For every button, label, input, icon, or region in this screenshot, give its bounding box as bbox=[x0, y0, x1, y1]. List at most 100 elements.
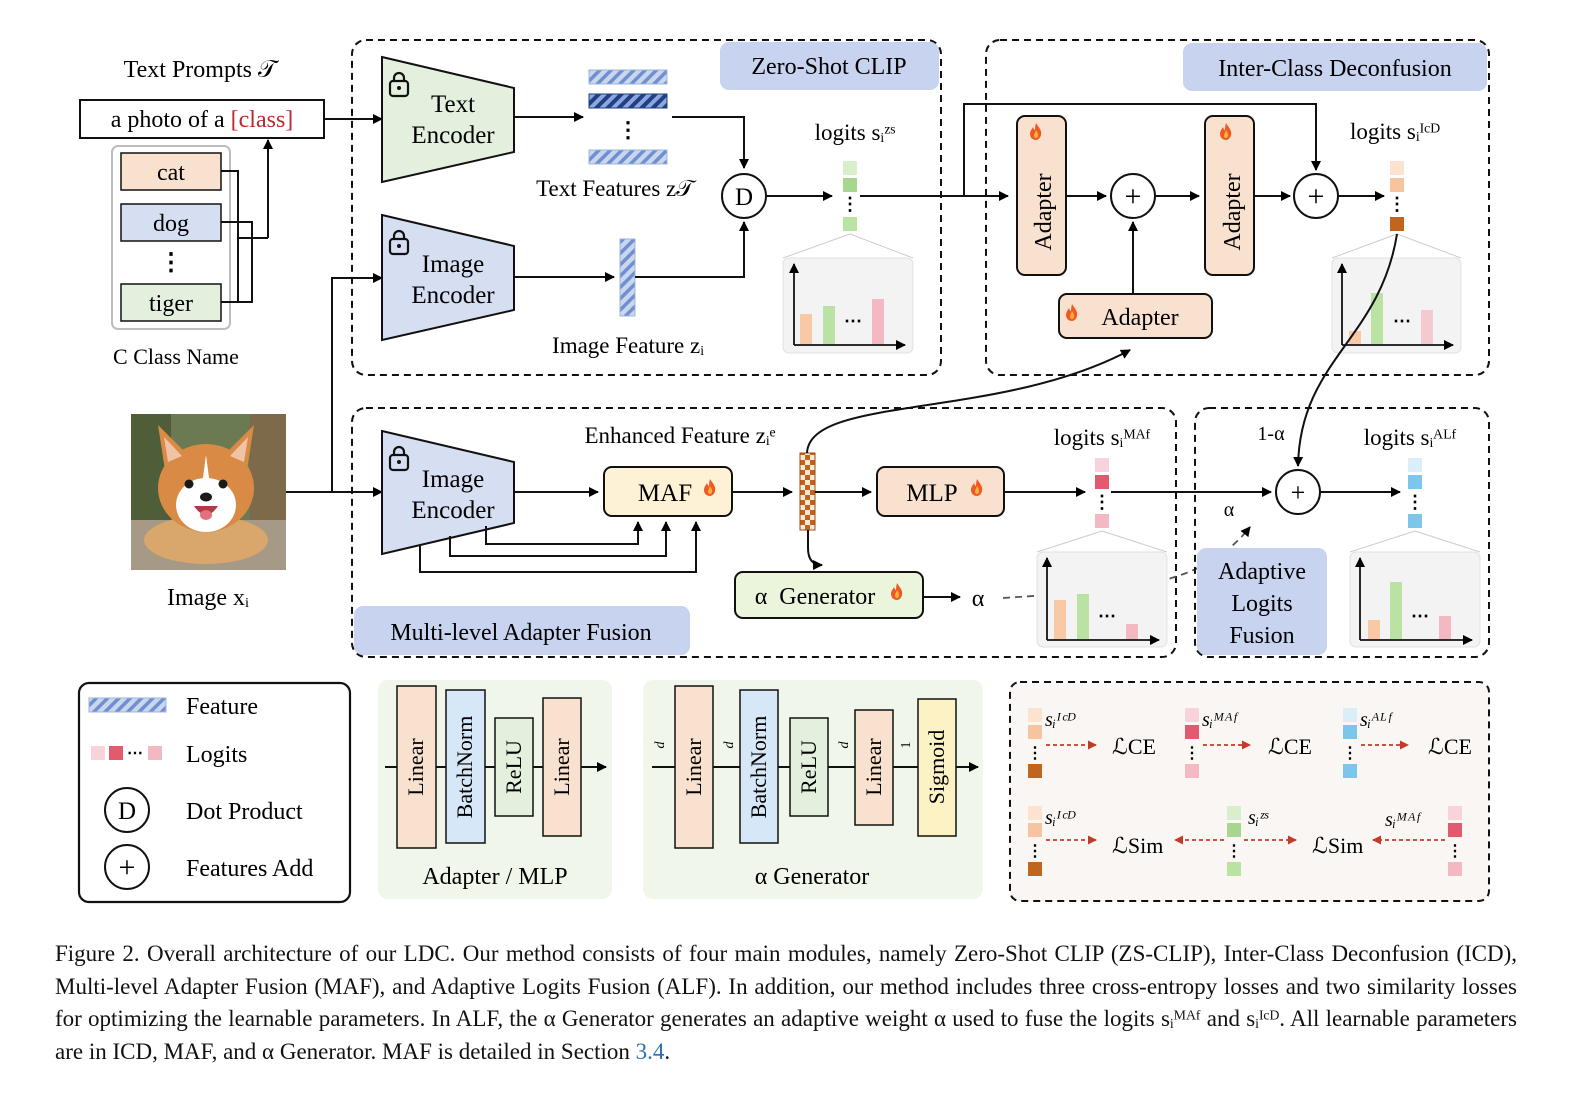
dot-product-symbol: D bbox=[735, 184, 753, 211]
image-encoder-label-2: Encoder bbox=[411, 282, 495, 309]
section-link[interactable]: 3.4 bbox=[635, 1038, 665, 1064]
maf-image-encoder-label-2: Encoder bbox=[411, 497, 495, 524]
mlp-block-label: MLP bbox=[906, 480, 957, 507]
text-features: ⋮ bbox=[588, 69, 668, 165]
zs-logits-label: logits sᵢᶻˢ bbox=[815, 120, 896, 145]
enhanced-feature-label: Enhanced Feature zᵢᵉ bbox=[584, 423, 775, 448]
maf-logits: ⋮ bbox=[1093, 458, 1111, 528]
sim-loss-label-2: ℒSim bbox=[1312, 833, 1363, 858]
alpha-generator-label: α Generator bbox=[755, 584, 876, 610]
alf-title-line-2: Logits bbox=[1231, 591, 1292, 617]
svg-text:⋮: ⋮ bbox=[1447, 843, 1463, 860]
class-ellipsis: ⋮ bbox=[159, 250, 183, 276]
adapter-linear-1-label: Linear bbox=[403, 738, 428, 796]
zero-shot-clip-module bbox=[351, 39, 942, 376]
figure-caption: Figure 2. Overall architecture of our LD… bbox=[55, 938, 1517, 1068]
enhanced-to-alpha-arrow bbox=[807, 530, 823, 570]
svg-text:⋮: ⋮ bbox=[1406, 492, 1424, 512]
text-feature-arrow bbox=[672, 116, 749, 169]
svg-text:sᵢᴹᴬᶠ: sᵢᴹᴬᶠ bbox=[1385, 809, 1423, 831]
class-box-label: C Class Name bbox=[113, 344, 239, 369]
text-features-label: Text Features z𝒯 bbox=[536, 176, 697, 201]
class-connectors bbox=[221, 139, 273, 303]
svg-text:⋮: ⋮ bbox=[617, 117, 639, 142]
ce-loss-maf: ⋮ sᵢᴹᴬᶠ ℒCE bbox=[1184, 708, 1312, 778]
alpha-sigmoid bbox=[917, 698, 957, 837]
svg-text:⋮: ⋮ bbox=[1027, 843, 1043, 860]
legend-dot-product-label: Dot Product bbox=[186, 799, 303, 825]
icd-adapter-2-label: Adapter bbox=[1220, 173, 1246, 250]
alpha-linear-2 bbox=[854, 709, 894, 826]
alpha-sigmoid-label: Sigmoid bbox=[924, 730, 949, 805]
dim-label: d bbox=[837, 741, 852, 749]
dog-image bbox=[131, 414, 286, 570]
one-minus-alpha-label: 1-α bbox=[1257, 423, 1285, 445]
encoder-to-maf-connectors bbox=[419, 487, 701, 573]
legend-feature-swatch bbox=[88, 697, 167, 713]
image-label: Image xᵢ bbox=[167, 585, 249, 611]
legend-dot-product-icon bbox=[104, 787, 150, 833]
svg-text:ℒCE: ℒCE bbox=[1428, 734, 1472, 759]
image-encoder bbox=[381, 213, 515, 342]
plus-icon: + bbox=[1308, 180, 1325, 213]
class-dog-label: dog bbox=[153, 211, 189, 237]
svg-text:⋯: ⋯ bbox=[844, 311, 862, 331]
legend-logits-swatch: ⋯ bbox=[91, 745, 162, 762]
zero-shot-clip-title: Zero-Shot CLIP bbox=[751, 54, 906, 80]
dim-label: d bbox=[722, 741, 737, 749]
maf-title: Multi-level Adapter Fusion bbox=[390, 620, 651, 646]
svg-text:sᵢᴵᶜᴰ: sᵢᴵᶜᴰ bbox=[1045, 807, 1076, 829]
prompt-text: a photo of a [class] bbox=[111, 107, 294, 133]
svg-text:sᵢᴵᶜᴰ: sᵢᴵᶜᴰ bbox=[1045, 709, 1076, 731]
maf-logits-label: logits sᵢᴹᴬᶠ bbox=[1054, 425, 1151, 450]
svg-text:⋯: ⋯ bbox=[1393, 311, 1411, 331]
image-encoder-label: Image bbox=[422, 251, 484, 278]
alf-logits-label: logits sᵢᴬᴸᶠ bbox=[1364, 425, 1457, 450]
text-encoder bbox=[381, 55, 515, 184]
svg-text:⋮: ⋮ bbox=[1027, 745, 1043, 762]
icd-title: Inter-Class Deconfusion bbox=[1218, 56, 1451, 82]
adapter-mlp-title: Adapter / MLP bbox=[422, 864, 567, 890]
legend-logits-label: Logits bbox=[186, 742, 247, 768]
maf-block-label: MAF bbox=[638, 480, 692, 507]
image-feature bbox=[619, 238, 636, 317]
svg-text:⋯: ⋯ bbox=[127, 745, 143, 762]
svg-text:⋯: ⋯ bbox=[1411, 606, 1429, 626]
alpha-generator-block-title: α Generator bbox=[755, 864, 870, 890]
maf-tag bbox=[354, 606, 690, 655]
svg-text:sᵢᴹᴬᶠ: sᵢᴹᴬᶠ bbox=[1202, 709, 1240, 731]
svg-text:⋮: ⋮ bbox=[1388, 194, 1406, 214]
icd-adapter-3-label: Adapter bbox=[1101, 305, 1178, 331]
adapter-batchnorm-label: BatchNorm bbox=[452, 716, 477, 819]
sim-loss-icd: ⋮ sᵢᴵᶜᴰ bbox=[1027, 806, 1097, 876]
icd-logits: ⋮ bbox=[1388, 161, 1406, 231]
class-tiger-label: tiger bbox=[149, 291, 193, 317]
svg-text:⋮: ⋮ bbox=[1184, 745, 1200, 762]
adapter-linear-1 bbox=[396, 685, 437, 849]
alf-alpha-label: α bbox=[1224, 499, 1235, 521]
icd-tag bbox=[1183, 43, 1487, 91]
architecture-diagram: Text Prompts 𝒯 a photo of a [class] cat … bbox=[77, 39, 1490, 904]
maf-image-encoder bbox=[381, 429, 515, 556]
svg-text:⋯: ⋯ bbox=[1098, 606, 1116, 626]
class-cat bbox=[120, 152, 222, 191]
maf-image-encoder-label: Image bbox=[422, 466, 484, 493]
class-tiger bbox=[120, 283, 222, 322]
alpha-relu-label: ReLU bbox=[796, 740, 821, 794]
alf-title-line-3: Fusion bbox=[1229, 623, 1294, 649]
alpha-batchnorm-label: BatchNorm bbox=[746, 716, 771, 819]
svg-text:⋮: ⋮ bbox=[1226, 843, 1242, 860]
icd-logits-label: logits sᵢᴵᶜᴰ bbox=[1350, 119, 1440, 144]
caption-end: . bbox=[664, 1038, 671, 1064]
legend-box bbox=[77, 681, 352, 904]
zs-logits: ⋮ bbox=[841, 161, 859, 231]
icd-adapter-3 bbox=[1058, 293, 1213, 339]
svg-text:ℒCE: ℒCE bbox=[1268, 734, 1312, 759]
enhanced-feature bbox=[799, 452, 816, 531]
icd-adapter-1-label: Adapter bbox=[1031, 173, 1057, 250]
adapter-linear-2-label: Linear bbox=[549, 738, 574, 796]
alf-module bbox=[1194, 407, 1490, 658]
zs-to-icd-connectors bbox=[860, 103, 1321, 201]
svg-text:ℒCE: ℒCE bbox=[1112, 734, 1156, 759]
caption-text: Figure 2. Overall architecture of our LD… bbox=[55, 941, 1517, 1064]
